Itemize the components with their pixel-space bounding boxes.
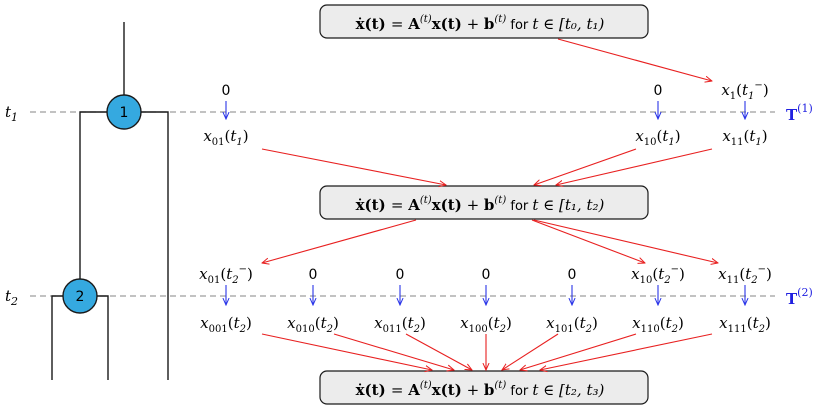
red-arrow-level2-in-5 [502,333,559,370]
state-label-level2-top-1: x01(t2−) [199,264,253,286]
equation-text: ẋ(t) = A(t)x(t) + b(t) for t ∈ [t₁, t₂) [356,195,605,214]
equation-text: ẋ(t) = A(t)x(t) + b(t) for t ∈ [t₂, t₃) [356,380,605,399]
tree-node-1-label: 1 [120,105,129,121]
state-label-level1-top-3: x1(t1−) [721,80,768,102]
state-label-level2-top-3: 0 [396,267,405,283]
red-arrow-level2-in-3 [405,333,472,370]
state-label-level2-bottom-5: x101(t2) [546,314,598,335]
tree-node-2 [62,278,98,314]
equation-box-3: ẋ(t) = A(t)x(t) + b(t) for t ∈ [t₂, t₃) [319,370,649,405]
time-label-t1: t1 [5,103,18,124]
red-arrow-level2-in-7 [540,333,713,370]
red-arrow-box1-out [557,38,712,81]
red-arrow-x10t2-out [531,219,645,263]
state-label-level1-bottom-1: x01(t1) [203,127,248,148]
matrix-label-T2: T(2) [786,286,813,308]
state-label-level1-top-1: 0 [222,83,231,99]
state-label-level2-top-6: x10(t2−) [631,264,685,286]
red-arrow-level2-in-2 [333,333,454,370]
state-label-level2-bottom-6: x110(t2) [632,314,684,335]
red-arrow-x11t2-out [533,219,718,263]
state-label-level1-bottom-2: x10(t1) [635,127,680,148]
red-arrow-x01t2-out [262,219,417,263]
red-arrow-x10-in [534,148,637,185]
matrix-label-T1: T(1) [786,102,813,124]
state-label-level2-bottom-1: x001(t2) [200,314,252,335]
phylogenetic-tree: 1 2 [51,22,169,380]
state-label-level2-bottom-4: x100(t2) [460,314,512,335]
red-arrow-x11-in [556,148,713,185]
equation-box-2: ẋ(t) = A(t)x(t) + b(t) for t ∈ [t₁, t₂) [319,185,649,220]
state-label-level1-top-2: 0 [654,83,663,99]
tree-node-2-label: 2 [76,289,85,305]
red-arrow-x01-in [261,148,446,185]
red-arrow-level2-in-1 [261,333,432,370]
state-label-level2-top-2: 0 [309,267,318,283]
state-label-level2-bottom-3: x011(t2) [374,314,426,335]
equation-box-1: ẋ(t) = A(t)x(t) + b(t) for t ∈ [t₀, t₁) [319,4,649,39]
equation-text: ẋ(t) = A(t)x(t) + b(t) for t ∈ [t₀, t₁) [356,14,605,33]
state-label-level2-top-7: x11(t2−) [718,264,772,286]
state-label-level1-bottom-3: x11(t1) [722,127,767,148]
state-label-level2-top-5: 0 [568,267,577,283]
state-label-level2-top-4: 0 [482,267,491,283]
state-label-level2-bottom-7: x111(t2) [719,314,771,335]
red-arrow-level2-in-6 [520,333,637,370]
state-label-level2-bottom-2: x010(t2) [287,314,339,335]
time-label-t2: t2 [5,287,18,308]
tree-node-1 [106,94,142,130]
